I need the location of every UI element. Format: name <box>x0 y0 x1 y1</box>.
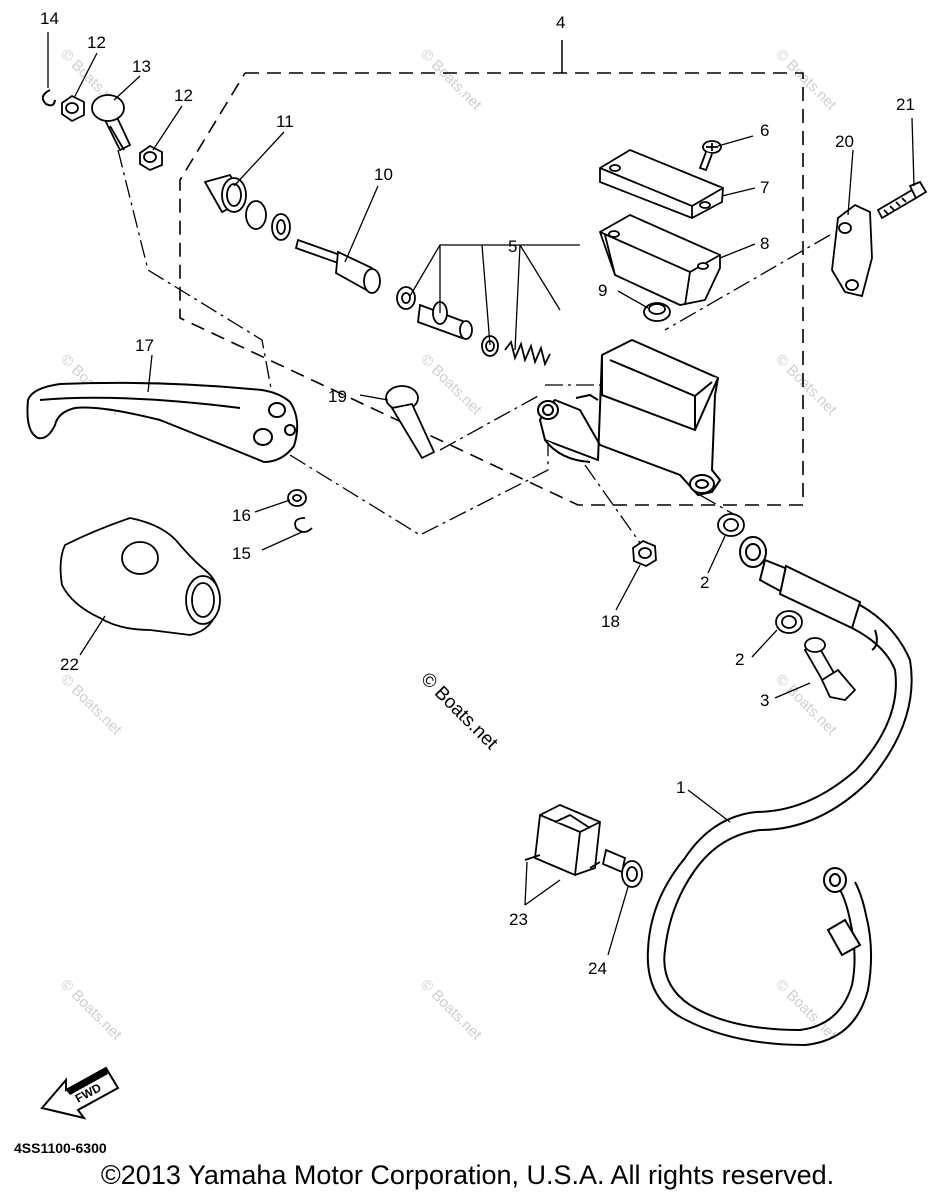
nut-part-12 <box>61 94 85 123</box>
callout-18: 18 <box>601 612 620 631</box>
callout-24: 24 <box>588 959 607 978</box>
callout-9: 9 <box>598 281 607 300</box>
callout-12: 12 <box>87 33 106 52</box>
clamp-part-23 <box>524 804 601 876</box>
bolt-part-24 <box>601 848 643 888</box>
clip-part-14 <box>41 89 56 107</box>
reservoir-cap-part-7 <box>599 148 724 219</box>
callout-20: 20 <box>835 132 854 151</box>
cover-part-22 <box>59 517 221 636</box>
callout-17: 17 <box>135 336 154 355</box>
washer-part-2 <box>717 513 745 537</box>
piston-kit-part-5 <box>396 286 551 367</box>
washer-part-2b <box>775 610 803 634</box>
pivot-bolt-part-13 <box>91 94 132 152</box>
callout-4: 4 <box>556 13 565 32</box>
callout-7: 7 <box>760 178 769 197</box>
watermark: © Boats.net <box>772 46 840 114</box>
master-cylinder-body <box>537 338 722 497</box>
callout-2: 2 <box>700 573 709 592</box>
callout-3: 3 <box>760 691 769 710</box>
callout-5: 5 <box>508 237 517 256</box>
lever-part-17 <box>26 381 299 464</box>
callout-10: 10 <box>374 165 393 184</box>
leader-lines <box>47 32 915 956</box>
watermark: © Boats.net <box>417 976 485 1044</box>
callout-16: 16 <box>232 506 251 525</box>
washer-part-16 <box>287 489 307 507</box>
watermark: © Boats.net <box>417 351 485 419</box>
callout-labels: 14 12 13 12 11 4 10 5 6 7 8 9 20 21 17 1… <box>40 9 915 978</box>
nut-part-18 <box>632 539 657 568</box>
callout-6: 6 <box>760 121 769 140</box>
circlip <box>245 200 291 241</box>
union-bolt-part-3 <box>803 637 857 701</box>
watermark: © Boats.net <box>772 976 840 1044</box>
diaphragm-part-8 <box>598 213 721 306</box>
assembly-lines <box>117 149 831 551</box>
assembly-box <box>179 72 804 506</box>
callout-13: 13 <box>132 57 151 76</box>
bolt-part-19 <box>385 385 436 460</box>
bolt-part-21 <box>876 180 928 220</box>
callout-15: 15 <box>232 544 251 563</box>
callout-23: 23 <box>509 910 528 929</box>
clip-part-15 <box>294 517 313 533</box>
holder-part-20 <box>831 203 873 298</box>
copyright-notice: ©2013 Yamaha Motor Corporation, U.S.A. A… <box>100 1160 835 1190</box>
callout-11: 11 <box>276 112 294 131</box>
watermark: © Boats.net <box>772 351 840 419</box>
callout-22: 22 <box>60 655 79 674</box>
brake-hose-part-1 <box>646 536 913 1047</box>
callout-12: 12 <box>174 86 193 105</box>
watermark: © Boats.net <box>417 46 485 114</box>
callout-1: 1 <box>676 778 685 797</box>
nut-part-12b <box>139 144 163 172</box>
screw-part-6 <box>698 140 722 172</box>
callout-2: 2 <box>735 650 744 669</box>
callout-8: 8 <box>760 234 769 253</box>
diagram-code: 4SS1100-6300 <box>14 1140 107 1156</box>
callout-21: 21 <box>896 95 915 114</box>
watermark: © Boats.net <box>57 976 125 1044</box>
fwd-arrow-icon: FWD <box>40 1066 120 1120</box>
callout-19: 19 <box>328 387 347 406</box>
cap-part-9 <box>643 302 671 322</box>
callout-14: 14 <box>40 9 59 28</box>
push-rod-part-10 <box>294 238 381 294</box>
boot-part-11 <box>203 173 247 214</box>
center-watermark: © Boats.net <box>416 669 502 755</box>
watermark: © Boats.net <box>57 671 125 739</box>
